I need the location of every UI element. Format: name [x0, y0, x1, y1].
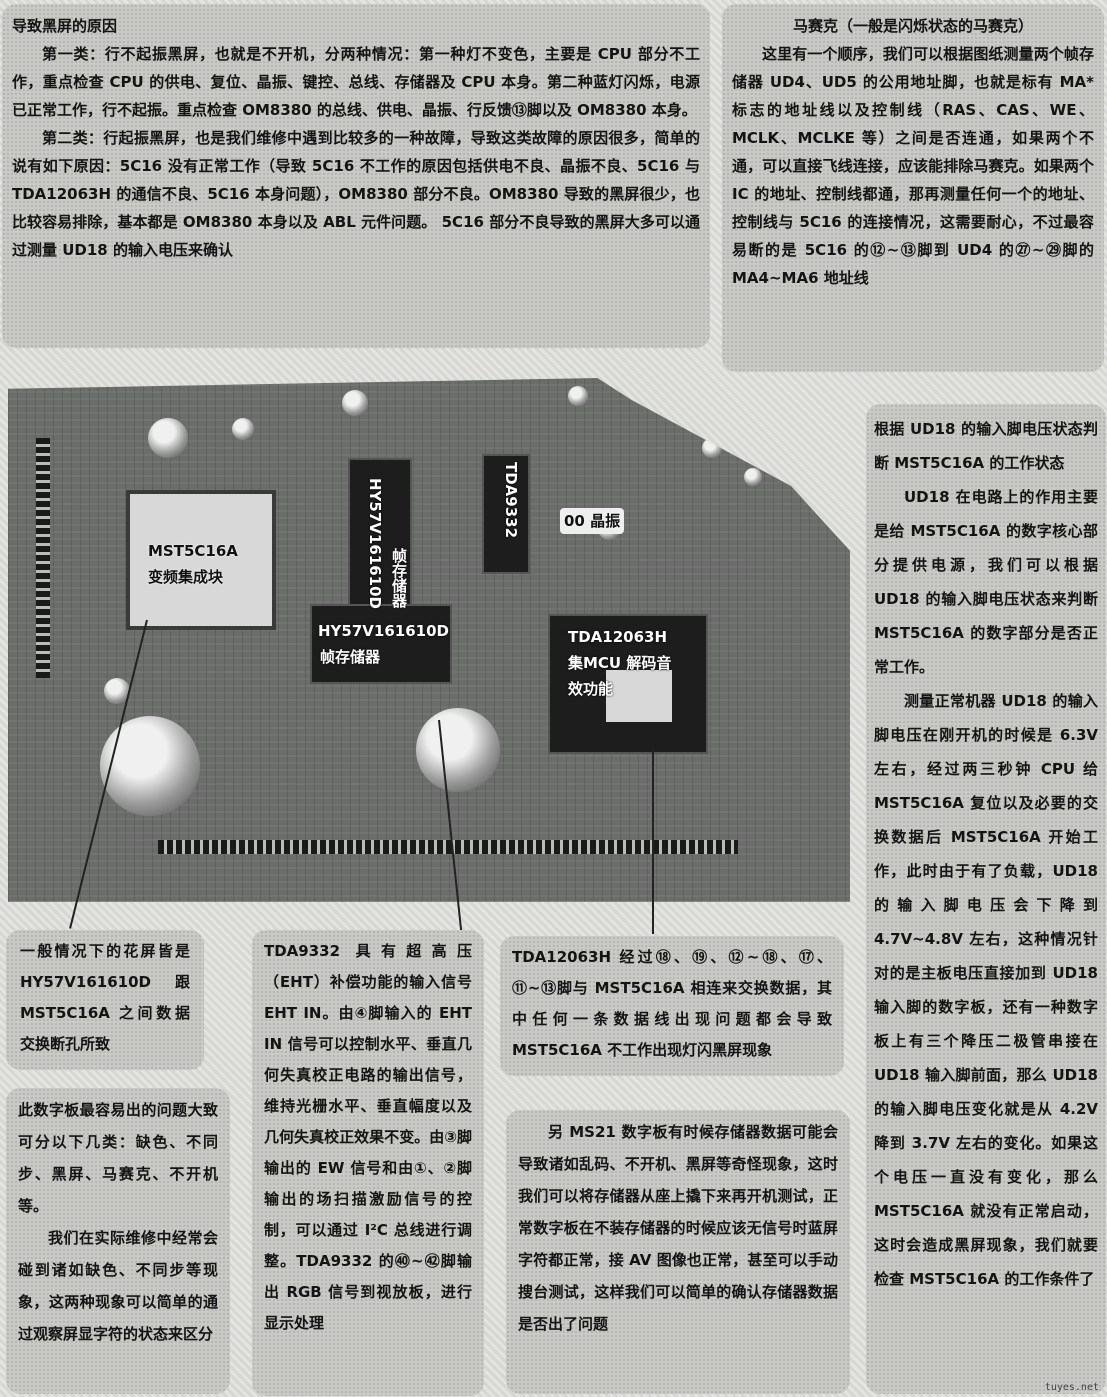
tda9332-block: TDA9332 具有超高压（EHT）补偿功能的输入信号 EHT IN。由④脚输入…: [252, 930, 484, 1396]
hy57v-frame-chip: [310, 604, 452, 684]
label-mst5c16a: MST5C16A 变频集成块: [148, 542, 238, 586]
mst5c16a-chip: [126, 490, 276, 630]
tda9332-chip: [482, 454, 530, 574]
capacitor-large-1: [100, 716, 200, 816]
capacitor-1: [148, 418, 188, 458]
pin-header-bottom: [158, 840, 738, 854]
mosaic-block: 马赛克（一般是闪烁状态的马赛克） 这里有一个顺序，我们可以根据图纸测量两个帧存储…: [722, 4, 1104, 372]
label-hy57v-top: HY57V161610D: [366, 478, 384, 609]
black-screen-p1: 第一类：行不起振黑屏，也就是不开机，分两种情况：第一种灯不变色，主要是 CPU …: [12, 45, 700, 119]
label-hy57v-frame-sub: 帧存储器: [320, 648, 381, 666]
capacitor-large-2: [416, 708, 500, 792]
label-tda9332: TDA9332: [502, 462, 520, 539]
flower-screen-text: 一般情况下的花屏皆是 HY57V161610D 跟 MST5C16A 之间数据交…: [20, 942, 190, 1053]
tda9332-text: TDA9332 具有超高压（EHT）补偿功能的输入信号 EHT IN。由④脚输入…: [264, 942, 472, 1332]
faults-block: 此数字板最容易出的问题大致可分以下几类：缺色、不同步、黑屏、马赛克、不开机等。 …: [6, 1088, 230, 1394]
tda12063h-text: TDA12063H 经过⑱、⑲、⑫~⑱、⑰、⑪~⑬脚与 MST5C16A 相连来…: [512, 948, 832, 1059]
ud18-p1: UD18 在电路上的作用主要是给 MST5C16A 的数字核心部分提供电源，我们…: [874, 488, 1098, 676]
faults-p2: 我们在实际维修中经常会碰到诸如缺色、不同步等现象，这两种现象可以简单的通过观察屏…: [18, 1229, 218, 1343]
flower-screen-block: 一般情况下的花屏皆是 HY57V161610D 跟 MST5C16A 之间数据交…: [6, 930, 204, 1070]
faults-p1: 此数字板最容易出的问题大致可分以下几类：缺色、不同步、黑屏、马赛克、不开机等。: [18, 1101, 218, 1215]
capacitor-4: [744, 468, 762, 486]
ms21-text: 另 MS21 数字板有时候存储器数据可能会导致诸如乱码、不开机、黑屏等奇怪现象，…: [518, 1123, 838, 1333]
label-hy57v-top-sub: 帧存储器: [390, 548, 408, 608]
black-screen-p2: 第二类：行起振黑屏，也是我们维修中遇到比较多的一种故障，导致这类故障的原因很多，…: [12, 129, 700, 259]
mosaic-p1: 这里有一个顺序，我们可以根据图纸测量两个帧存储器 UD4、UD5 的公用地址脚，…: [732, 45, 1094, 287]
watermark: tuyes.net: [1044, 1382, 1099, 1393]
pcb-photo: MST5C16A 变频集成块 HY57V161610D 帧存储器 HY57V16…: [8, 378, 850, 902]
ms21-block: 另 MS21 数字板有时候存储器数据可能会导致诸如乱码、不开机、黑屏等奇怪现象，…: [506, 1110, 850, 1394]
capacitor-2: [568, 386, 588, 406]
capacitor-5: [342, 390, 368, 416]
ud18-title: 根据 UD18 的输入脚电压状态判断 MST5C16A 的工作状态: [874, 420, 1098, 472]
label-hy57v-frame: HY57V161610D: [318, 622, 449, 640]
black-screen-causes-block: 导致黑屏的原因 第一类：行不起振黑屏，也就是不开机，分两种情况：第一种灯不变色，…: [2, 4, 710, 348]
black-screen-title: 导致黑屏的原因: [12, 17, 118, 35]
hy57v-top-chip: [348, 458, 412, 618]
capacitor-8: [232, 418, 254, 440]
label-crystal: 00 晶振: [560, 508, 625, 534]
pin-header-left: [36, 438, 50, 678]
ud18-p2: 测量正常机器 UD18 的输入脚电压在刚开机的时候是 6.3V 左右，经过两三秒…: [874, 692, 1098, 1288]
mosaic-title: 马赛克（一般是闪烁状态的马赛克）: [792, 17, 1033, 35]
ud18-block: 根据 UD18 的输入脚电压状态判断 MST5C16A 的工作状态 UD18 在…: [866, 404, 1106, 1394]
tda12063h-block: TDA12063H 经过⑱、⑲、⑫~⑱、⑰、⑪~⑬脚与 MST5C16A 相连来…: [500, 936, 844, 1076]
pointer-line-tda12063h: [652, 748, 654, 934]
tda12063h-window: [606, 670, 672, 722]
label-tda12063h: TDA12063H 集MCU 解码音效功能: [568, 628, 672, 698]
